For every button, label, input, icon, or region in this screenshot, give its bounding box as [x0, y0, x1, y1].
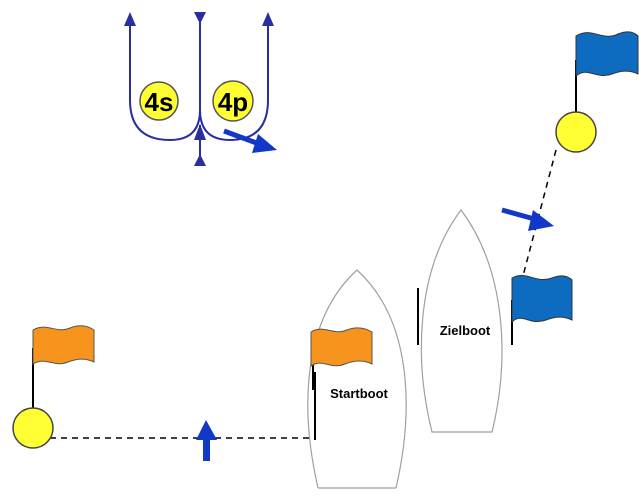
- start-left-flag-icon: [32, 325, 95, 365]
- finish-boat-flag-icon: [511, 274, 573, 324]
- port-label: 4p: [218, 87, 248, 117]
- finish-buoy-icon: [555, 111, 597, 153]
- starboard-buoy-icon: [139, 81, 179, 121]
- start-boat-label: Startboot: [330, 386, 388, 401]
- start-boat-hull: [307, 269, 407, 489]
- start-boat-flag-icon: [310, 327, 373, 367]
- starboard-label: 4s: [145, 87, 174, 117]
- port-turn-path: [199, 22, 269, 142]
- finish-boat: Zielboot: [417, 208, 503, 433]
- finish-boat-label: Zielboot: [440, 323, 491, 338]
- start-line: [12, 325, 373, 461]
- center-down-arrow-icon: [194, 12, 206, 24]
- center-bottom-arrow-icon: [194, 154, 206, 166]
- left-up-arrow-icon: [124, 12, 136, 26]
- penalty-turn-legend: 4s 4p: [124, 12, 277, 166]
- start-buoy-icon: [12, 407, 54, 449]
- legend-direction-arrow-icon: [252, 134, 277, 153]
- start-boat: Startboot: [307, 269, 407, 489]
- starboard-turn-path: [129, 22, 201, 142]
- finish-boat-hull: [420, 208, 503, 433]
- start-direction-arrow-icon: [196, 420, 217, 440]
- port-buoy-icon: [212, 80, 254, 122]
- finish-line: [501, 31, 639, 345]
- finish-top-flag-icon: [575, 31, 639, 78]
- finish-direction-arrow-icon: [528, 210, 554, 231]
- center-up-arrow-icon: [194, 124, 206, 140]
- right-up-arrow-icon: [262, 12, 274, 26]
